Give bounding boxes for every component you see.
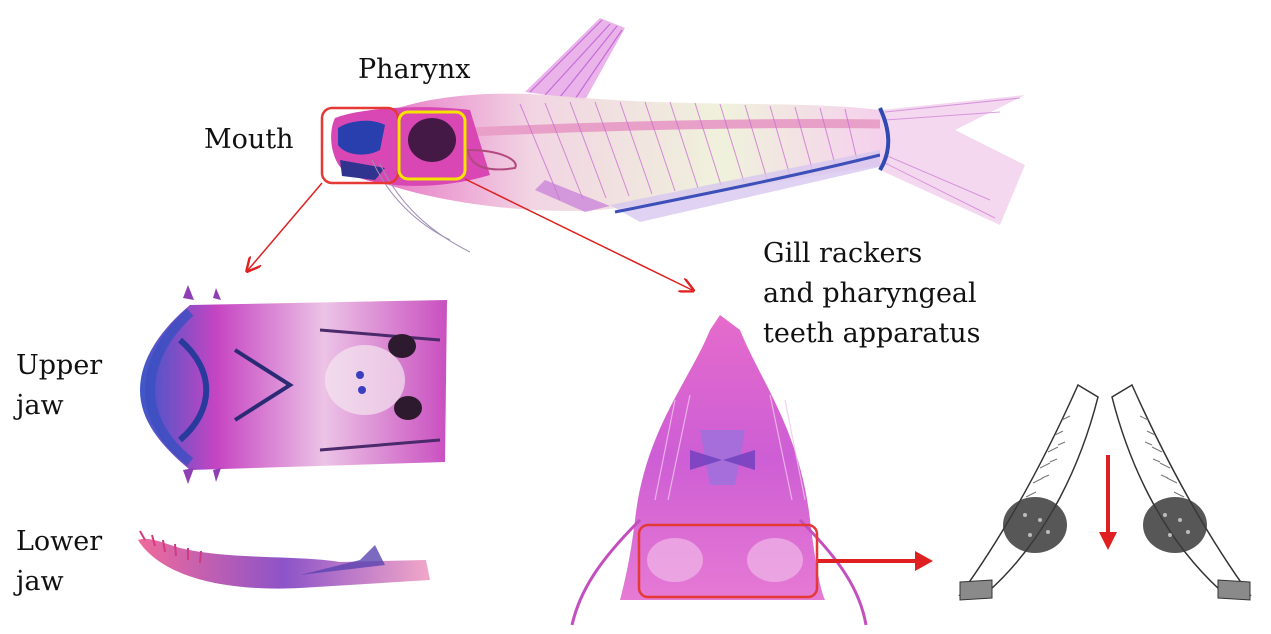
gill-label-line-1: Gill rackers	[763, 236, 922, 272]
pharynx-label: Pharynx	[358, 52, 470, 88]
upper-jaw-label-line-2: jaw	[16, 388, 64, 424]
pharyngeal-schematic	[960, 385, 1250, 600]
gill-label-line-2: and pharyngeal	[763, 276, 977, 312]
teeth-to-schematic-arrow	[818, 551, 933, 571]
lower-jaw-label-line-1: Lower	[16, 524, 102, 560]
upper-jaw-label-line-1: Upper	[16, 348, 102, 384]
upper-jaw-specimen	[140, 285, 447, 484]
lower-jaw-label-line-2: jaw	[16, 564, 64, 600]
mouth-to-upper-jaw-arrow	[248, 183, 322, 270]
lower-jaw-specimen	[138, 531, 430, 589]
mouth-label: Mouth	[204, 122, 294, 158]
gill-label-line-3: teeth apparatus	[763, 316, 981, 352]
gill-apparatus-specimen	[572, 315, 866, 625]
